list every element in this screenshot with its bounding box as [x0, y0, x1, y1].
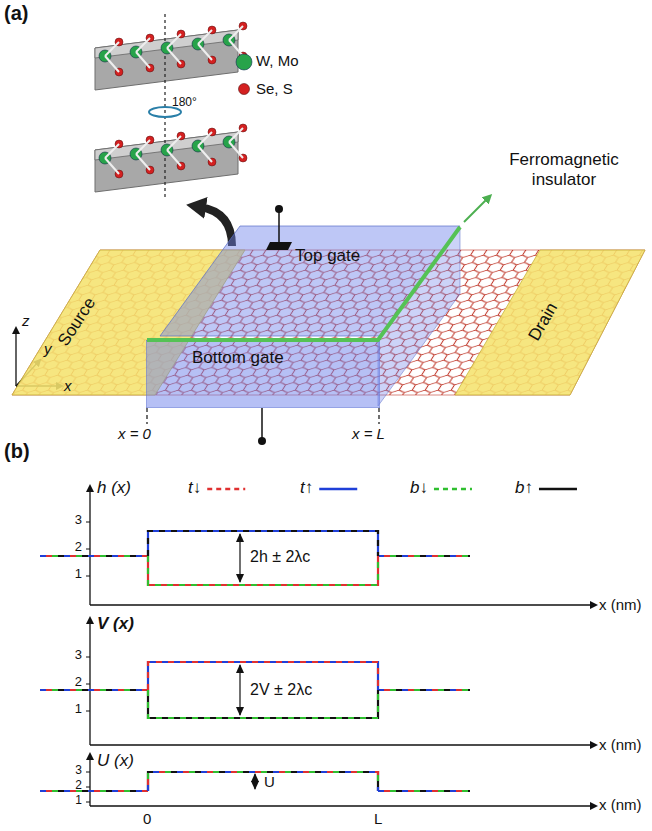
leader-arrow — [464, 196, 490, 222]
axis-label: y — [44, 340, 52, 357]
axis-title: U (x) — [97, 751, 134, 771]
legend-text: t↑ — [300, 478, 313, 498]
gate-pad — [266, 242, 292, 250]
dimension-label: U — [264, 773, 275, 790]
gate-terminal — [278, 212, 280, 242]
tick-label: 2 — [62, 540, 82, 555]
dimension-label: 2h ± 2λc — [250, 548, 310, 566]
axis-title: x (nm) — [599, 736, 642, 753]
axis-label: x — [64, 377, 72, 394]
tick-label: 1 — [62, 702, 82, 717]
angle-label: 180° — [172, 96, 197, 110]
bottom-gate: Bottom gate — [146, 340, 380, 408]
tick-label: 0 — [143, 810, 151, 827]
top-gate: Top gate — [155, 222, 465, 340]
position-label: x = L — [352, 425, 385, 442]
legend-sample — [539, 488, 577, 491]
legend-text: b↓ — [410, 478, 428, 498]
axis-title: x (nm) — [599, 596, 642, 613]
tick-label: 3 — [62, 764, 82, 778]
gate-terminal — [275, 205, 283, 213]
legend-sample — [434, 488, 472, 491]
legend-text: t↓ — [188, 478, 201, 498]
tick-label: 2 — [62, 779, 82, 793]
axis-title: V (x) — [97, 614, 134, 634]
ferromagnetic-insulator-strip — [147, 227, 460, 340]
tick-label: L — [374, 810, 382, 827]
tick-label: 3 — [62, 648, 82, 663]
node-label: Top gate — [295, 246, 360, 266]
node-shape — [155, 222, 465, 340]
legend-text: W, Mo — [256, 52, 299, 69]
tick-label: 2 — [62, 675, 82, 690]
position-label: x = 0 — [118, 425, 151, 442]
dimension-label: 2V ± 2λc — [250, 681, 312, 699]
legend-text: Se, S — [256, 80, 293, 97]
legend-sample — [319, 488, 357, 491]
drain-electrode: Drain — [453, 248, 648, 398]
crystal-structure — [95, 14, 252, 200]
axis-title: x (nm) — [599, 796, 642, 813]
legend-text: b↑ — [515, 478, 533, 498]
tick-label: 1 — [62, 794, 82, 808]
node-label: Bottom gate — [192, 348, 284, 368]
part-label: Ferromagnetic insulator — [482, 150, 646, 189]
panel-label: (a) — [4, 2, 28, 25]
panel-label: (b) — [4, 440, 30, 463]
legend-sample — [207, 488, 245, 491]
axis-title: h (x) — [97, 478, 131, 498]
tick-label: 1 — [62, 567, 82, 582]
axis-label: z — [22, 312, 30, 329]
tick-label: 3 — [62, 513, 82, 528]
